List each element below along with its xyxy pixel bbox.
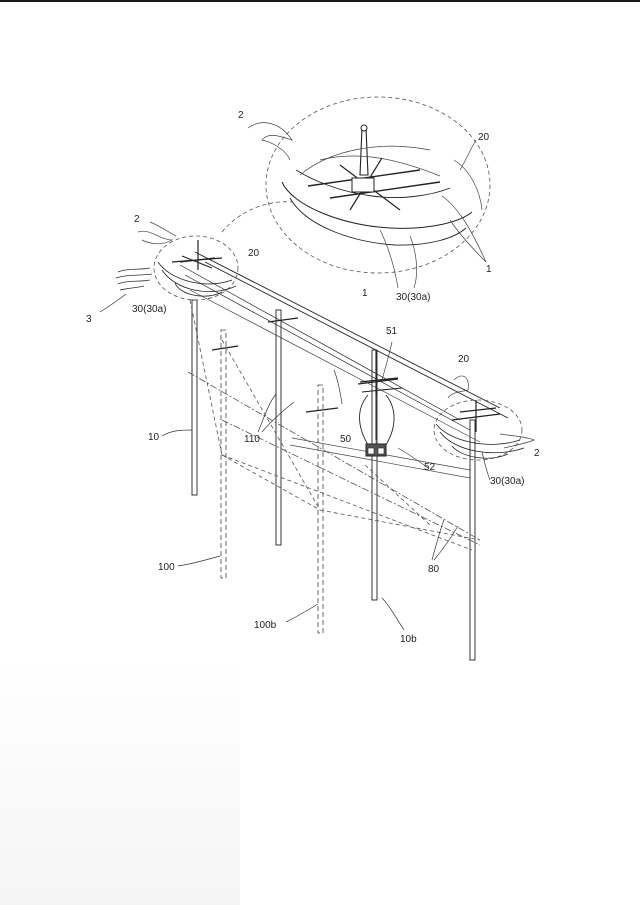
ref-2-left: 2 xyxy=(134,214,140,225)
ref-10b: 10b xyxy=(400,634,417,645)
poles xyxy=(192,300,475,660)
ref-3: 3 xyxy=(86,314,92,325)
ref-2-right: 2 xyxy=(534,448,540,459)
turbine-right xyxy=(434,376,534,460)
ref-100b: 100b xyxy=(254,620,277,631)
pole-front-mid xyxy=(276,310,281,545)
detail-circle-right xyxy=(434,400,522,460)
ref-50: 50 xyxy=(340,434,352,445)
turbine-enlarged xyxy=(248,97,490,288)
detail-circle-top xyxy=(266,97,490,273)
ref-30-right: 30(30a) xyxy=(490,476,524,487)
ref-2-top: 2 xyxy=(238,110,244,121)
ref-20-left: 20 xyxy=(248,248,260,259)
ref-52: 52 xyxy=(424,462,436,473)
pole-back-mid xyxy=(318,385,323,633)
detail-connector xyxy=(222,202,292,232)
ref-1-top: 1 xyxy=(486,264,492,275)
ref-20-right: 20 xyxy=(458,354,470,365)
ref-30-top: 30(30a) xyxy=(396,292,430,303)
center-hanger xyxy=(360,342,428,468)
ref-100: 100 xyxy=(158,562,175,573)
lower-conductors xyxy=(188,300,480,550)
ref-51: 51 xyxy=(386,326,398,337)
ref-10: 10 xyxy=(148,432,160,443)
ref-1-mid: 1 xyxy=(362,288,368,299)
ref-30-left: 30(30a) xyxy=(132,304,166,315)
ref-20-top: 20 xyxy=(478,132,490,143)
ref-110: 110 xyxy=(244,434,260,445)
ref-80: 80 xyxy=(428,564,440,575)
turbine-left xyxy=(138,222,238,300)
